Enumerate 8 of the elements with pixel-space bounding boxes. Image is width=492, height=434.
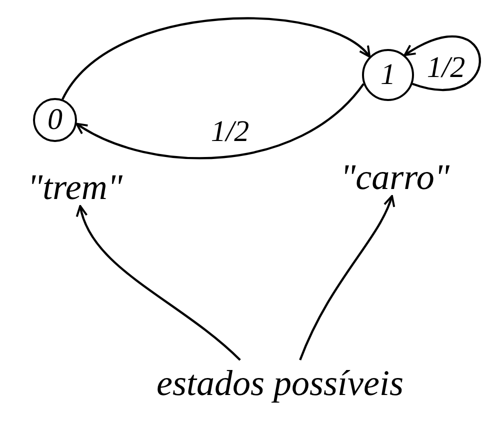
arrow <box>299 195 394 360</box>
transition-arrow <box>404 36 481 91</box>
arrow <box>77 205 241 361</box>
text-label: "trem" <box>10 168 140 206</box>
text-label: "carro" <box>320 158 470 196</box>
text-label: estados possíveis <box>130 360 430 406</box>
transition-arrow <box>76 83 364 160</box>
transition-arrow <box>62 17 371 100</box>
